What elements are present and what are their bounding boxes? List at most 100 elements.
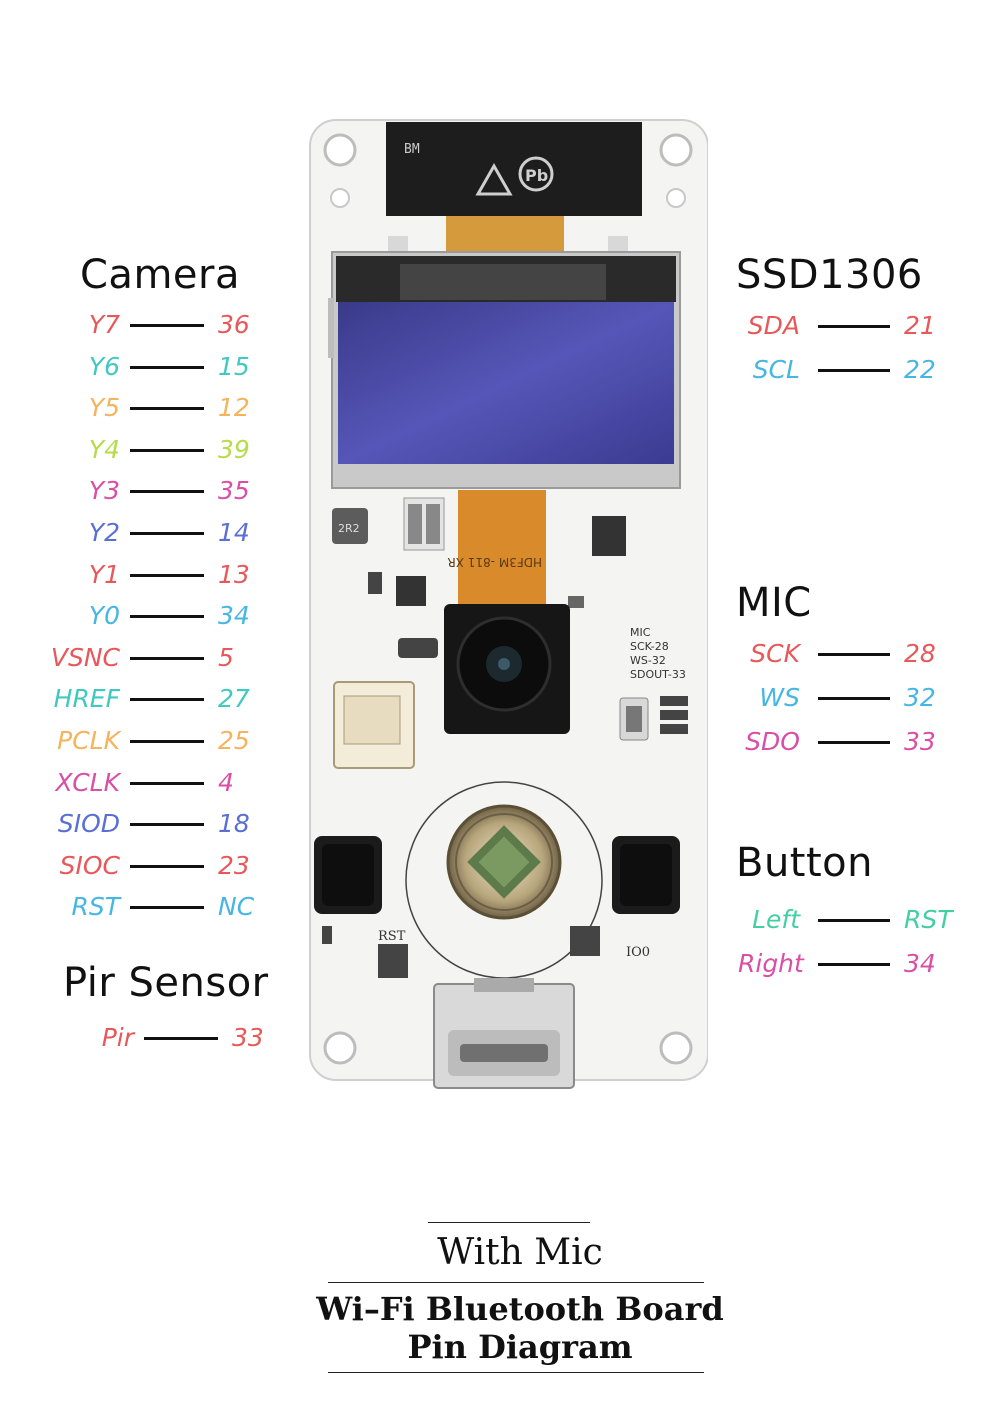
- pin-connector-line: [130, 615, 204, 619]
- inductor: [332, 508, 368, 544]
- pir-sensor-heading: Pir Sensor: [63, 960, 269, 1006]
- pin-connector-line: [818, 741, 890, 744]
- pin-name: SCL: [752, 355, 800, 384]
- footer-title-line1: Wi–Fi Bluetooth Board: [316, 1290, 724, 1328]
- pin-name: Y1: [88, 559, 120, 589]
- pin-connector-line: [818, 369, 890, 372]
- gpio-number: 5: [218, 642, 234, 672]
- pin-connector-line: [130, 740, 204, 743]
- pin-connector-line: [130, 864, 204, 868]
- silkscreen-io0: IO0: [626, 945, 650, 960]
- pin-name: XCLK: [55, 767, 120, 797]
- camera-heading: Camera: [80, 252, 240, 298]
- pin-name: RST: [71, 892, 120, 922]
- pin-name: SDO: [745, 727, 800, 756]
- gpio-number: 12: [218, 393, 250, 423]
- pin-name: Y3: [88, 476, 120, 506]
- silkscreen-mic: MIC: [630, 626, 651, 639]
- silkscreen-sck: SCK-28: [630, 640, 669, 653]
- footer-title-line2: Pin Diagram: [407, 1328, 633, 1366]
- gpio-number: 39: [218, 434, 250, 464]
- pin-name: SIOD: [57, 809, 120, 839]
- pin-name: SIOC: [59, 850, 120, 880]
- silkscreen-sdout: SDOUT-33: [630, 668, 686, 681]
- gpio-number: 34: [904, 949, 936, 978]
- footer-rule-bottom: [328, 1372, 704, 1373]
- pin-connector-line: [130, 906, 204, 910]
- ssd1306-heading: SSD1306: [736, 252, 923, 298]
- gpio-number: 32: [904, 683, 936, 712]
- footer-subtitle: With Mic: [437, 1232, 603, 1273]
- pin-name: VSNC: [50, 642, 120, 672]
- camera-flex-cable: [458, 490, 546, 618]
- mic-heading: MIC: [736, 580, 812, 626]
- oled-screen: [338, 302, 674, 464]
- gpio-number: 14: [218, 518, 250, 547]
- gpio-number: 22: [904, 355, 936, 384]
- silkscreen-ws: WS-32: [630, 654, 666, 667]
- esd-warning-icon: [475, 162, 513, 196]
- pin-connector-line: [130, 823, 204, 827]
- pin-name: Right: [738, 949, 804, 978]
- oled-flex-label: BM: [404, 142, 420, 157]
- pin-connector-line: [818, 963, 890, 966]
- gpio-number: 36: [218, 310, 250, 339]
- pin-connector-line: [130, 490, 204, 494]
- gpio-number: 27: [218, 684, 250, 714]
- gpio-number: RST: [904, 905, 953, 934]
- mounting-hole: [323, 133, 357, 167]
- pin-connector-line: [130, 573, 204, 577]
- pin-connector-line: [130, 781, 204, 785]
- gpio-number: 33: [232, 1023, 264, 1052]
- pin-connector-line: [818, 325, 890, 328]
- gpio-number: 28: [904, 639, 936, 668]
- pb-free-icon: [518, 156, 554, 192]
- gpio-number: 35: [218, 476, 250, 506]
- gpio-number: 25: [218, 726, 250, 755]
- pin-name: Y2: [88, 518, 120, 547]
- gpio-number: 18: [218, 809, 250, 839]
- mounting-hole: [659, 133, 693, 167]
- pin-connector-line: [144, 1037, 218, 1040]
- pin-name: WS: [759, 683, 800, 712]
- pin-name: Y4: [88, 434, 120, 464]
- pin-connector-line: [818, 919, 890, 922]
- oled-flex-connector: [386, 122, 642, 216]
- pin-name: PCLK: [57, 726, 120, 755]
- pin-connector-line: [130, 407, 204, 411]
- pin-name: HREF: [53, 684, 120, 714]
- pin-name: Y7: [88, 310, 120, 339]
- pin-connector-line: [818, 697, 890, 700]
- pin-name: Left: [752, 905, 800, 934]
- gpio-number: 13: [218, 559, 250, 589]
- gpio-number: 23: [218, 850, 250, 880]
- inductor-label: 2R2: [338, 522, 360, 535]
- footer-rule-middle: [328, 1282, 704, 1283]
- pin-connector-line: [130, 656, 204, 660]
- gpio-number: 15: [218, 351, 250, 381]
- camera-cable-label: HDF3M -811 XR: [447, 555, 542, 569]
- pin-connector-line: [130, 532, 204, 535]
- gpio-number: 34: [218, 601, 250, 631]
- gpio-number: NC: [218, 892, 255, 922]
- silkscreen-rst: RST: [378, 929, 406, 944]
- pin-name: SCK: [750, 639, 800, 668]
- footer-rule-top: [428, 1222, 590, 1223]
- pin-connector-line: [130, 365, 204, 369]
- pin-connector-line: [130, 698, 204, 702]
- gpio-number: 21: [904, 311, 936, 340]
- pin-name: Y6: [88, 351, 120, 381]
- pin-name: Y0: [88, 601, 120, 631]
- pin-connector-line: [130, 448, 204, 452]
- pin-connector-line: [818, 653, 890, 656]
- button-heading: Button: [736, 840, 873, 886]
- gpio-number: 33: [904, 727, 936, 756]
- board-illustration: BM Pb 2R2 HDF3M -811 XR MIC SCK-28 WS-32…: [309, 119, 708, 1089]
- pin-name: Y5: [88, 393, 120, 423]
- pin-name: Pir: [101, 1023, 134, 1052]
- gpio-number: 4: [218, 767, 234, 797]
- pin-connector-line: [130, 324, 204, 327]
- mounting-hole: [659, 1031, 693, 1065]
- svg-text:Pb: Pb: [525, 166, 548, 185]
- mounting-hole: [323, 1031, 357, 1065]
